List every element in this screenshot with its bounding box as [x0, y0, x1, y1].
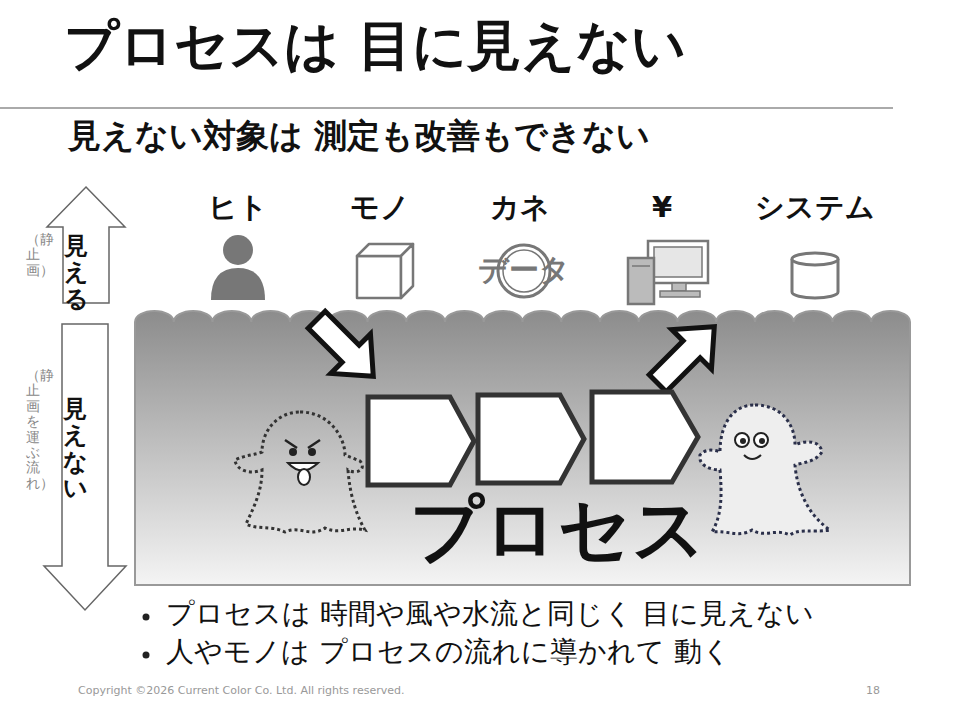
- vertical-label: 見えない: [63, 396, 87, 502]
- bullet-dot: [143, 614, 150, 621]
- vertical-note: （静止画を運ぶ流れ）: [26, 368, 40, 491]
- angry-ghost: [235, 412, 365, 532]
- slide-title: プロセスは 目に見えない: [64, 14, 686, 79]
- subtitle: 見えない対象は 測定も改善もできない: [68, 116, 651, 156]
- invisible-arrow: 見えない: [42, 322, 128, 612]
- vertical-label: 見える: [64, 233, 88, 312]
- resource-label: モノ: [350, 190, 410, 225]
- process-chevrons: [368, 392, 698, 485]
- bullet-dot: [143, 652, 150, 659]
- process-band: プロセス: [135, 300, 910, 585]
- input-arrow: [297, 300, 393, 396]
- computer-icon: [628, 241, 708, 304]
- cube-icon: [357, 244, 413, 298]
- bullet-text: プロセスは 時間や風や水流と同じく 目に見えない: [166, 597, 814, 631]
- output-arrow: [638, 307, 734, 403]
- resource-label: ヒト: [208, 190, 268, 225]
- band-label: プロセス: [410, 486, 706, 572]
- resource-label: システム: [755, 190, 875, 225]
- bullet-text: 人やモノは プロセスの流れに導かれて 動く: [166, 635, 731, 669]
- copyright: Copyright ©2026 Current Color Co. Ltd. A…: [78, 684, 404, 697]
- database-icon: [792, 253, 838, 298]
- person-icon: [211, 235, 265, 300]
- resource-label: カネ: [490, 190, 550, 225]
- page-number: 18: [866, 684, 880, 697]
- resource-label: ¥: [652, 190, 672, 225]
- vertical-note: （静止画）: [26, 232, 40, 278]
- water-band: [135, 311, 910, 585]
- visible-arrow: 見える: [45, 185, 127, 305]
- happy-ghost: [700, 405, 830, 535]
- yen-symbol: データ: [478, 252, 570, 288]
- title-rule: [0, 107, 893, 109]
